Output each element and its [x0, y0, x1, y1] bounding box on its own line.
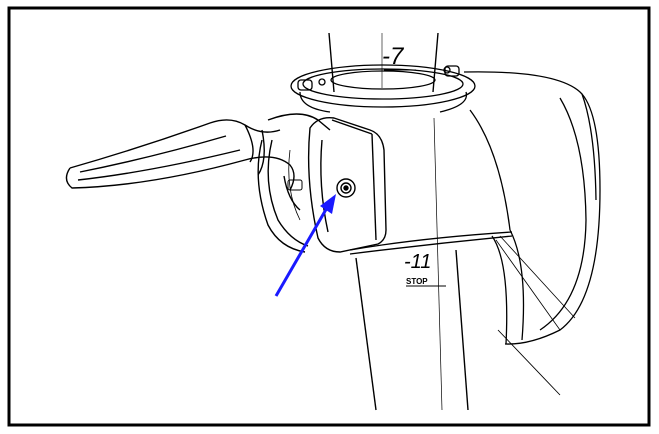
- post-lower: [355, 117, 561, 411]
- collar: [290, 64, 476, 113]
- mark-lower-label: -11: [404, 251, 431, 273]
- shroud: [349, 71, 601, 345]
- figure-border: [7, 6, 651, 427]
- stop-label: STOP: [406, 277, 428, 286]
- screw-head-icon: [336, 178, 356, 198]
- lever-handle: [65, 119, 295, 191]
- arrow-pointer-icon: [274, 194, 336, 297]
- lock-housing: [257, 113, 387, 253]
- mark-upper-label: -7: [382, 43, 405, 70]
